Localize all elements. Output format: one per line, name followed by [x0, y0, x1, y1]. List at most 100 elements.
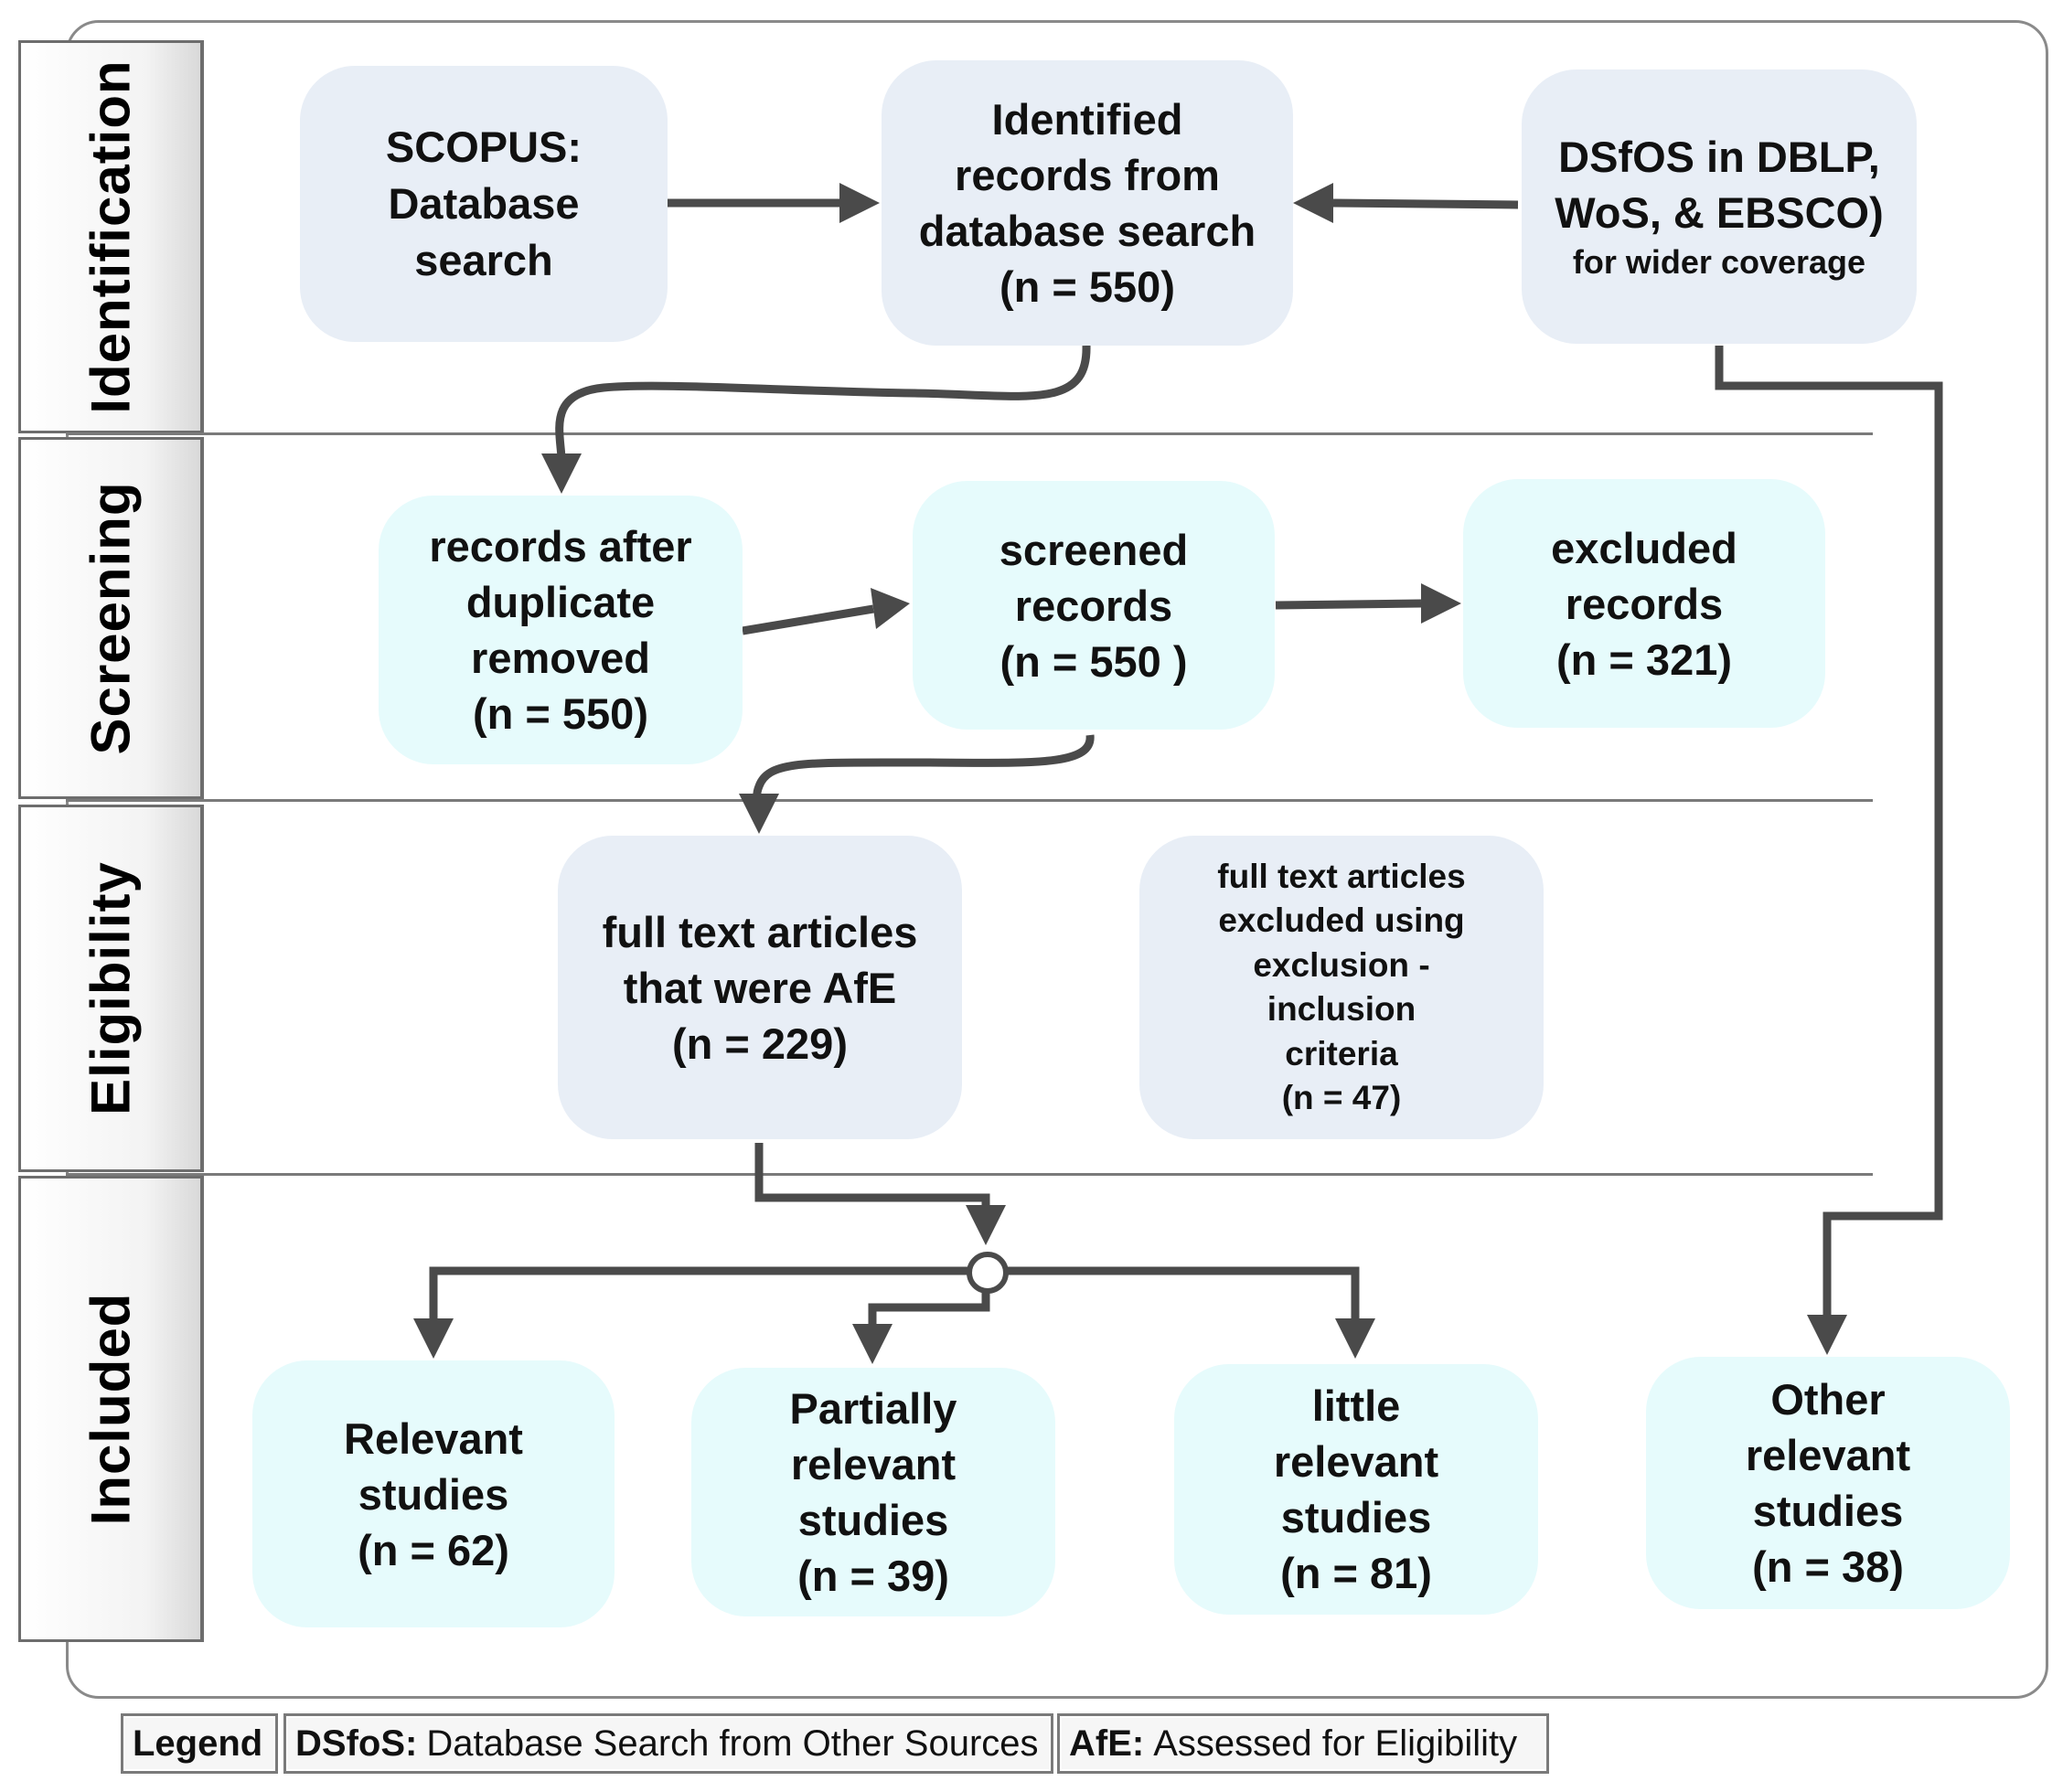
arrow-dsfos-to-other	[1715, 346, 1943, 1317]
arrowhead-duplicates	[541, 453, 582, 494]
junction-node	[967, 1252, 1009, 1294]
text-line: search	[414, 236, 553, 284]
box-full-text-afe: full text articles that were AfE (n = 22…	[558, 836, 962, 1139]
text-line: relevant	[1745, 1431, 1911, 1479]
legend-title-box: Legend	[121, 1713, 278, 1774]
box-records-after-duplicates: records after duplicate removed (n = 550…	[379, 496, 743, 764]
text-line-small: for wider coverage	[1572, 243, 1866, 281]
text-line: full text articles	[602, 907, 918, 956]
box-screened-text: screened records (n = 550 )	[999, 522, 1188, 689]
arrowhead-screened	[871, 588, 910, 629]
legend-item-dsfos-key: DSfoS:	[295, 1723, 418, 1764]
arrowhead-excluded	[1421, 583, 1461, 624]
text-line: records	[1565, 579, 1724, 628]
arrowhead-dsfos	[1293, 183, 1333, 223]
text-line: studies	[358, 1469, 509, 1519]
text-line: (n = 62)	[358, 1525, 509, 1574]
text-line: Other	[1770, 1375, 1886, 1424]
text-line: records after	[429, 522, 692, 571]
box-full-text-excluded-text: full text articles excluded using exclus…	[1217, 855, 1465, 1121]
text-line: studies	[797, 1496, 949, 1544]
text-line: full text articles	[1217, 857, 1466, 895]
separator-identification-screening	[66, 432, 1873, 435]
box-other-relevant-studies: Other relevant studies (n = 38)	[1646, 1357, 2010, 1609]
legend-item-afe: AfE: Assessed for Eligibility	[1057, 1713, 1549, 1774]
text-line: (n = 47)	[1281, 1079, 1402, 1116]
box-little-relevant-studies: little relevant studies (n = 81)	[1174, 1364, 1538, 1615]
arrowhead-scopus	[839, 183, 880, 223]
text-line: (n = 550 )	[999, 636, 1188, 686]
text-line: little	[1311, 1381, 1401, 1430]
box-relevant-text: Relevant studies (n = 62)	[344, 1411, 523, 1578]
text-line: excluded	[1551, 523, 1737, 572]
text-line: database search	[918, 207, 1256, 255]
arrow-dsfos-to-identified	[1332, 198, 1519, 209]
text-line: Identified	[991, 95, 1183, 144]
text-line: inclusion	[1267, 990, 1416, 1028]
text-line: that were AfE	[623, 963, 897, 1012]
text-line: records from	[955, 151, 1220, 199]
branch-to-little	[1004, 1266, 1360, 1322]
text-line: (n = 39)	[797, 1552, 949, 1600]
text-line: studies	[1280, 1493, 1432, 1541]
separator-eligibility-included	[66, 1173, 1873, 1176]
text-line: studies	[1752, 1487, 1904, 1535]
text-line: WoS, & EBSCO)	[1555, 188, 1884, 237]
phase-included: Included	[18, 1176, 204, 1642]
text-line: (n = 321)	[1556, 635, 1732, 684]
phase-screening: Screening	[18, 437, 204, 799]
box-scopus-search: SCOPUS: Database search	[300, 66, 668, 342]
text-line: Database	[388, 179, 580, 228]
box-scopus-text: SCOPUS: Database search	[386, 119, 582, 289]
box-dsfos-sources: DSfOS in DBLP, WoS, & EBSCO) for wider c…	[1522, 69, 1917, 344]
text-line: excluded using	[1218, 901, 1465, 939]
branch-to-partially	[868, 1289, 990, 1328]
legend-title: Legend	[133, 1723, 263, 1764]
box-full-text-excluded: full text articles excluded using exclus…	[1139, 836, 1544, 1139]
text-line: relevant	[1273, 1437, 1439, 1486]
text-line: DSfOS in DBLP,	[1558, 133, 1880, 181]
box-full-text-afe-text: full text articles that were AfE (n = 22…	[603, 904, 918, 1072]
arrow-fulltext-to-junction	[754, 1143, 990, 1205]
arrowhead-partially	[852, 1324, 893, 1364]
legend-item-dsfos: DSfoS: Database Search from Other Source…	[283, 1713, 1053, 1774]
box-partially-text: Partially relevant studies (n = 39)	[790, 1381, 957, 1604]
arrow-screened-to-fulltext	[753, 734, 1095, 807]
text-line: (n = 550)	[999, 262, 1175, 311]
box-excluded-text: excluded records (n = 321)	[1551, 520, 1737, 688]
text-line: relevant	[790, 1440, 957, 1488]
text-line: records	[1014, 581, 1173, 630]
text-line: duplicate	[465, 578, 656, 626]
text-line: SCOPUS:	[385, 123, 583, 171]
arrowhead-relevant	[413, 1318, 454, 1359]
arrow-identified-to-duplicates	[555, 345, 1091, 458]
arrowhead-junction	[966, 1205, 1006, 1245]
box-dsfos-text: DSfOS in DBLP, WoS, & EBSCO) for wider c…	[1555, 129, 1883, 284]
arrowhead-other	[1807, 1315, 1847, 1355]
box-excluded-records: excluded records (n = 321)	[1463, 479, 1825, 728]
phase-identification: Identification	[18, 40, 204, 433]
box-after-duplicates-text: records after duplicate removed (n = 550…	[429, 518, 691, 741]
separator-screening-eligibility	[66, 799, 1873, 802]
legend-item-afe-text: Assessed for Eligibility	[1153, 1723, 1518, 1764]
box-little-text: little relevant studies (n = 81)	[1274, 1378, 1438, 1601]
box-identified-records: Identified records from database search …	[882, 60, 1293, 346]
legend-item-dsfos-text: Database Search from Other Sources	[426, 1723, 1039, 1764]
text-line: screened	[999, 525, 1189, 574]
text-line: (n = 550)	[472, 689, 648, 738]
text-line: (n = 81)	[1280, 1549, 1432, 1597]
text-line: removed	[471, 634, 650, 682]
text-line: Partially	[789, 1384, 957, 1433]
text-line: (n = 229)	[671, 1019, 848, 1068]
text-line: Relevant	[344, 1413, 523, 1463]
text-line: (n = 38)	[1752, 1542, 1904, 1591]
arrowhead-little	[1335, 1318, 1375, 1359]
box-partially-relevant-studies: Partially relevant studies (n = 39)	[691, 1368, 1055, 1616]
box-screened-records: screened records (n = 550 )	[913, 481, 1275, 730]
arrow-screened-to-excluded	[1275, 599, 1422, 610]
box-identified-text: Identified records from database search …	[919, 91, 1256, 315]
arrowhead-fulltext	[739, 794, 779, 834]
box-other-text: Other relevant studies (n = 38)	[1746, 1371, 1910, 1595]
